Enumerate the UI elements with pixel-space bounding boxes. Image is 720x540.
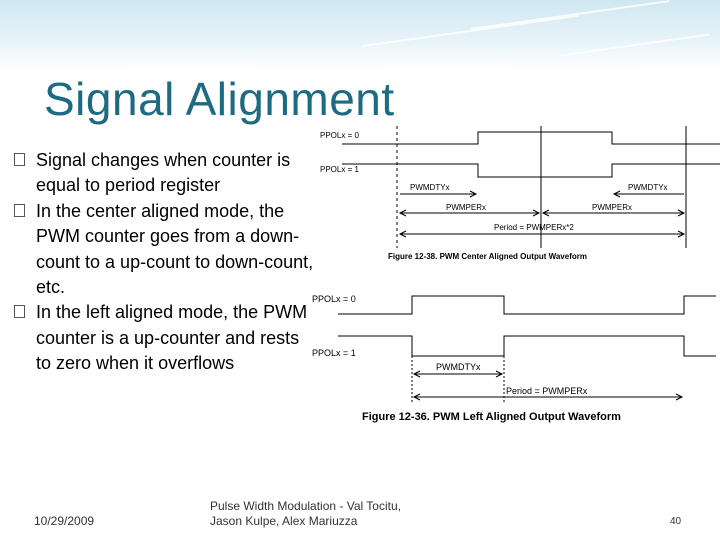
footer-credit: Pulse Width Modulation - Val Tocitu, Jas… <box>210 499 401 529</box>
period-label: Period = PWMPERx*2 <box>494 223 574 232</box>
ppol1-label: PPOLx = 1 <box>312 348 356 358</box>
pwmdty-right-label: PWMDTYx <box>628 183 668 192</box>
center-aligned-waveform: PPOLx = 0 PPOLx = 1 PWMDTYx PWMDTYx PWMP… <box>320 126 720 261</box>
decorative-streak <box>360 14 580 48</box>
bullet-icon <box>14 305 25 319</box>
decorative-streak <box>560 33 710 57</box>
pwmper-right-label: PWMPERx <box>592 203 632 212</box>
pwmdty-left-label: PWMDTYx <box>410 183 450 192</box>
pwmdty-label: PWMDTYx <box>436 362 481 372</box>
decorative-streak <box>470 0 670 30</box>
bullet-item: In the left aligned mode, the PWM counte… <box>14 300 314 376</box>
figure-caption: Figure 12-38. PWM Center Aligned Output … <box>388 252 587 261</box>
footer-date: 10/29/2009 <box>34 514 95 528</box>
footer-credit-line: Jason Kulpe, Alex Mariuzza <box>210 514 358 528</box>
center-aligned-figure: PPOLx = 0 PPOLx = 1 PWMDTYx PWMDTYx PWMP… <box>312 126 720 276</box>
bullet-text: In the left aligned mode, the PWM counte… <box>36 302 308 374</box>
page-number: 40 <box>670 516 682 527</box>
bullet-item: Signal changes when counter is equal to … <box>14 148 314 199</box>
pwmper-left-label: PWMPERx <box>446 203 486 212</box>
bullet-icon <box>14 203 25 217</box>
left-aligned-figure: PPOLx = 0 PPOLx = 1 PWMDTYx Period = PWM… <box>306 284 716 426</box>
bullet-icon <box>14 153 25 166</box>
slide-title: Signal Alignment <box>44 73 395 125</box>
footer-credit-line: Pulse Width Modulation - Val Tocitu, <box>210 499 401 513</box>
left-aligned-waveform: PPOLx = 0 PPOLx = 1 PWMDTYx Period = PWM… <box>312 294 716 423</box>
header-band <box>0 0 720 70</box>
bullet-text: In the center aligned mode, the PWM coun… <box>36 200 314 298</box>
ppol1-label: PPOLx = 1 <box>320 165 359 174</box>
bullet-list: Signal changes when counter is equal to … <box>14 148 314 377</box>
bullet-item: In the center aligned mode, the PWM coun… <box>14 199 314 301</box>
figure-caption: Figure 12-36. PWM Left Aligned Output Wa… <box>362 411 621 423</box>
ppol0-label: PPOLx = 0 <box>320 131 359 140</box>
bullet-text: Signal changes when counter is equal to … <box>36 150 291 196</box>
period-label: Period = PWMPERx <box>506 386 588 396</box>
ppol0-label: PPOLx = 0 <box>312 294 356 304</box>
